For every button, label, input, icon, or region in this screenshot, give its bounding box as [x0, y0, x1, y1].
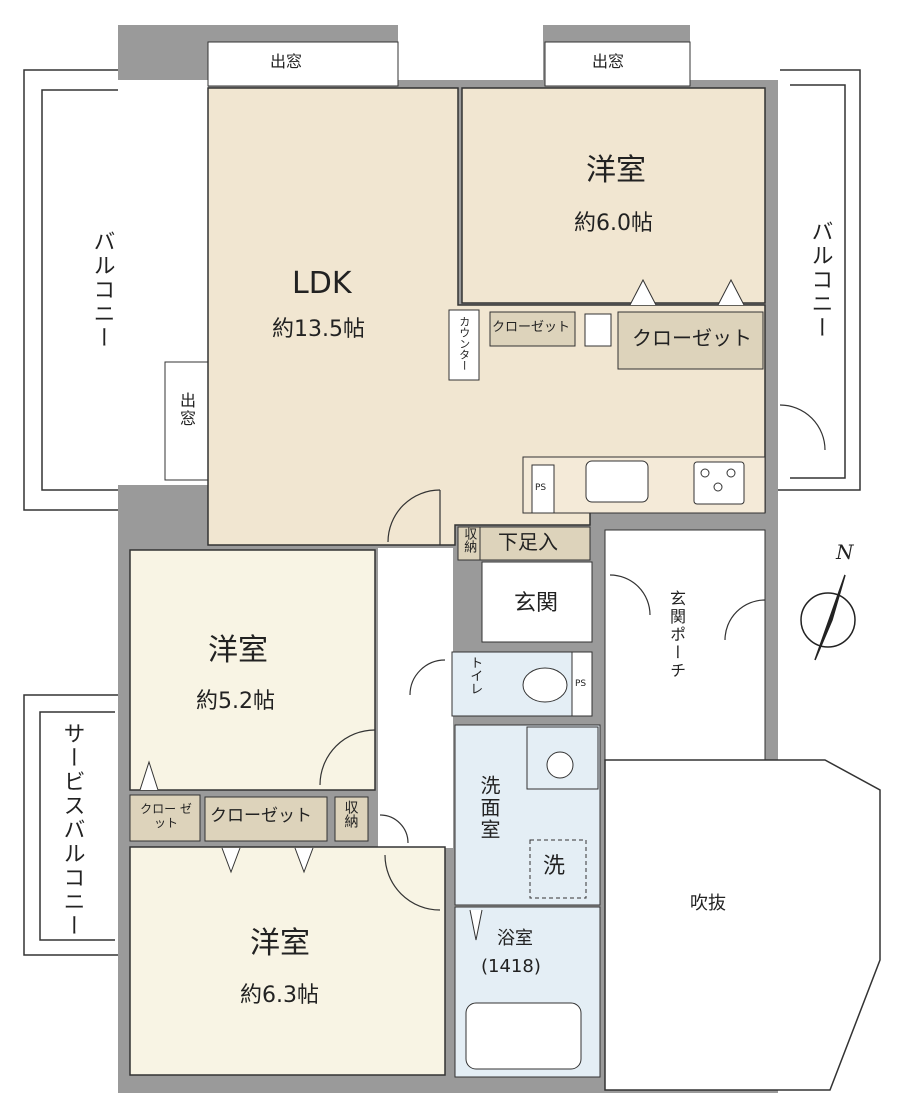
western-top-size: 約6.0帖: [574, 211, 653, 236]
toilet-room: [451, 651, 593, 717]
closet-left-label: クロー ゼット: [140, 802, 192, 831]
bay-window-2-label: 出窓: [592, 52, 625, 71]
ps-kitchen-label: PS: [535, 483, 547, 493]
atrium: [604, 759, 881, 1091]
bay-window-1: [207, 41, 399, 87]
western-mid-name: 洋室: [208, 633, 268, 668]
compass-icon: [800, 574, 856, 661]
balcony-right-label: バルコニー: [807, 220, 833, 340]
storage-2-label: 収納: [342, 800, 359, 828]
compass-north-label: N: [836, 540, 854, 564]
western-room-mid: [129, 549, 376, 791]
closet-large-top-label: クローゼット: [632, 326, 752, 350]
sink: [585, 460, 649, 503]
ldk-size: 約13.5帖: [272, 317, 365, 342]
balcony-right-outline: [778, 69, 861, 491]
shoe-storage: [479, 526, 591, 561]
bathroom-label: 浴室: [497, 928, 533, 949]
entrance-label: 玄関: [514, 591, 559, 616]
counter-label: カウンター: [457, 316, 471, 371]
closet-small-top: [489, 311, 576, 347]
bay-window-1-label: 出窓: [270, 52, 303, 71]
western-room-bottom: [129, 846, 446, 1076]
washroom-label: 洗面室: [477, 775, 501, 841]
washer-label: 洗: [543, 854, 566, 879]
storage-1-label: 収納: [461, 527, 477, 553]
service-balcony-outline: [23, 694, 118, 956]
closet-large-top: [617, 311, 764, 370]
ldk-name: LDK: [292, 266, 352, 301]
door-swings: [319, 404, 826, 911]
atrium-label: 吹抜: [690, 893, 726, 914]
balcony-left-label: バルコニー: [89, 230, 115, 350]
service-balcony-label: サービスバルコニー: [59, 722, 85, 938]
bathroom-size: (1418): [481, 956, 541, 977]
closet-small-top-label: クローゼット: [492, 320, 571, 335]
toilet-label: トイレ: [467, 656, 483, 695]
ps-toilet-label: PS: [575, 679, 587, 689]
bay-window-left-label: 出窓: [177, 392, 196, 428]
entrance: [481, 561, 593, 643]
western-bottom-size: 約6.3帖: [240, 983, 319, 1008]
shoe-storage-label: 下足入: [498, 530, 558, 554]
bathtub: [465, 1002, 582, 1070]
closet-mid-label: クローゼット: [210, 806, 312, 826]
bay-window-2: [544, 41, 691, 87]
western-bottom-name: 洋室: [250, 926, 310, 961]
entrance-porch-label: 玄関ポーチ: [667, 590, 686, 680]
western-top-name: 洋室: [586, 153, 646, 188]
western-mid-size: 約5.2帖: [196, 689, 275, 714]
entrance-porch: [604, 529, 766, 761]
western-room-top: [461, 87, 766, 304]
